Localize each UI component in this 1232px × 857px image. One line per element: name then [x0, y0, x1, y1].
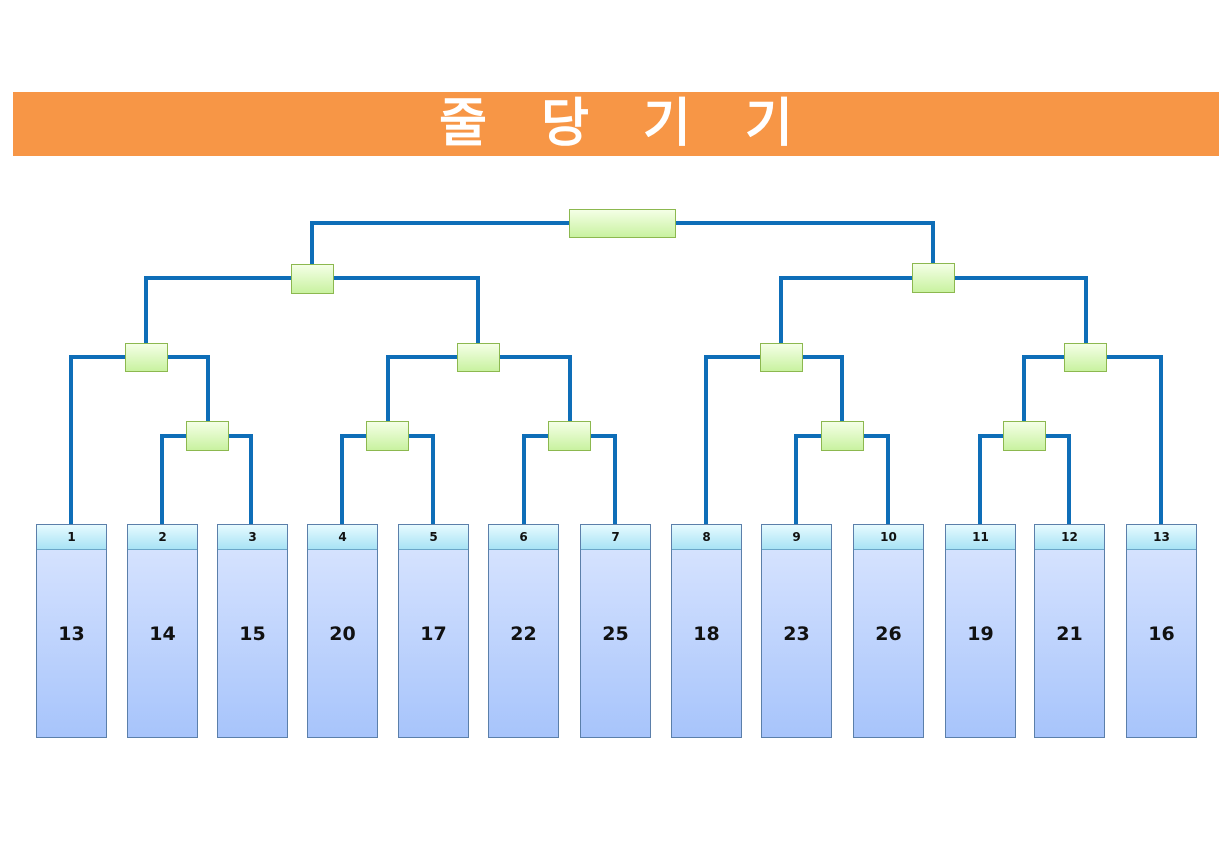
match-box — [1064, 343, 1107, 372]
match-box — [760, 343, 803, 372]
player-seed: 10 — [854, 525, 923, 550]
player-number: 26 — [875, 623, 902, 645]
player-seed: 8 — [672, 525, 741, 550]
player-card: 12 21 — [1034, 524, 1105, 738]
player-number: 18 — [693, 623, 720, 645]
player-card: 6 22 — [488, 524, 559, 738]
player-number: 15 — [239, 623, 266, 645]
player-number: 13 — [58, 623, 85, 645]
player-seed: 4 — [308, 525, 377, 550]
player-card: 8 18 — [671, 524, 742, 738]
player-card: 5 17 — [398, 524, 469, 738]
player-card: 4 20 — [307, 524, 378, 738]
player-card: 2 14 — [127, 524, 198, 738]
player-seed: 9 — [762, 525, 831, 550]
page-title: 줄 당 기 기 — [439, 94, 811, 154]
player-card: 1 13 — [36, 524, 107, 738]
player-card: 11 19 — [945, 524, 1016, 738]
player-seed: 11 — [946, 525, 1015, 550]
player-seed: 7 — [581, 525, 650, 550]
player-number: 14 — [149, 623, 176, 645]
player-number: 16 — [1148, 623, 1175, 645]
player-seed: 12 — [1035, 525, 1104, 550]
match-box — [186, 421, 229, 451]
player-number: 20 — [329, 623, 356, 645]
match-box — [457, 343, 500, 372]
match-box — [1003, 421, 1046, 451]
player-card: 13 16 — [1126, 524, 1197, 738]
player-number: 19 — [967, 623, 994, 645]
player-seed: 2 — [128, 525, 197, 550]
match-box — [548, 421, 591, 451]
player-number: 21 — [1056, 623, 1083, 645]
match-box — [125, 343, 168, 372]
match-box — [291, 264, 334, 294]
player-card: 10 26 — [853, 524, 924, 738]
player-number: 17 — [420, 623, 447, 645]
player-number: 25 — [602, 623, 629, 645]
player-card: 9 23 — [761, 524, 832, 738]
player-seed: 5 — [399, 525, 468, 550]
match-box — [569, 209, 676, 238]
match-box — [912, 263, 955, 293]
match-box — [366, 421, 409, 451]
title-banner: 줄 당 기 기 — [13, 92, 1219, 156]
player-seed: 3 — [218, 525, 287, 550]
player-seed: 6 — [489, 525, 558, 550]
player-seed: 13 — [1127, 525, 1196, 550]
player-card: 3 15 — [217, 524, 288, 738]
player-card: 7 25 — [580, 524, 651, 738]
player-number: 23 — [783, 623, 810, 645]
match-box — [821, 421, 864, 451]
player-number: 22 — [510, 623, 537, 645]
player-seed: 1 — [37, 525, 106, 550]
